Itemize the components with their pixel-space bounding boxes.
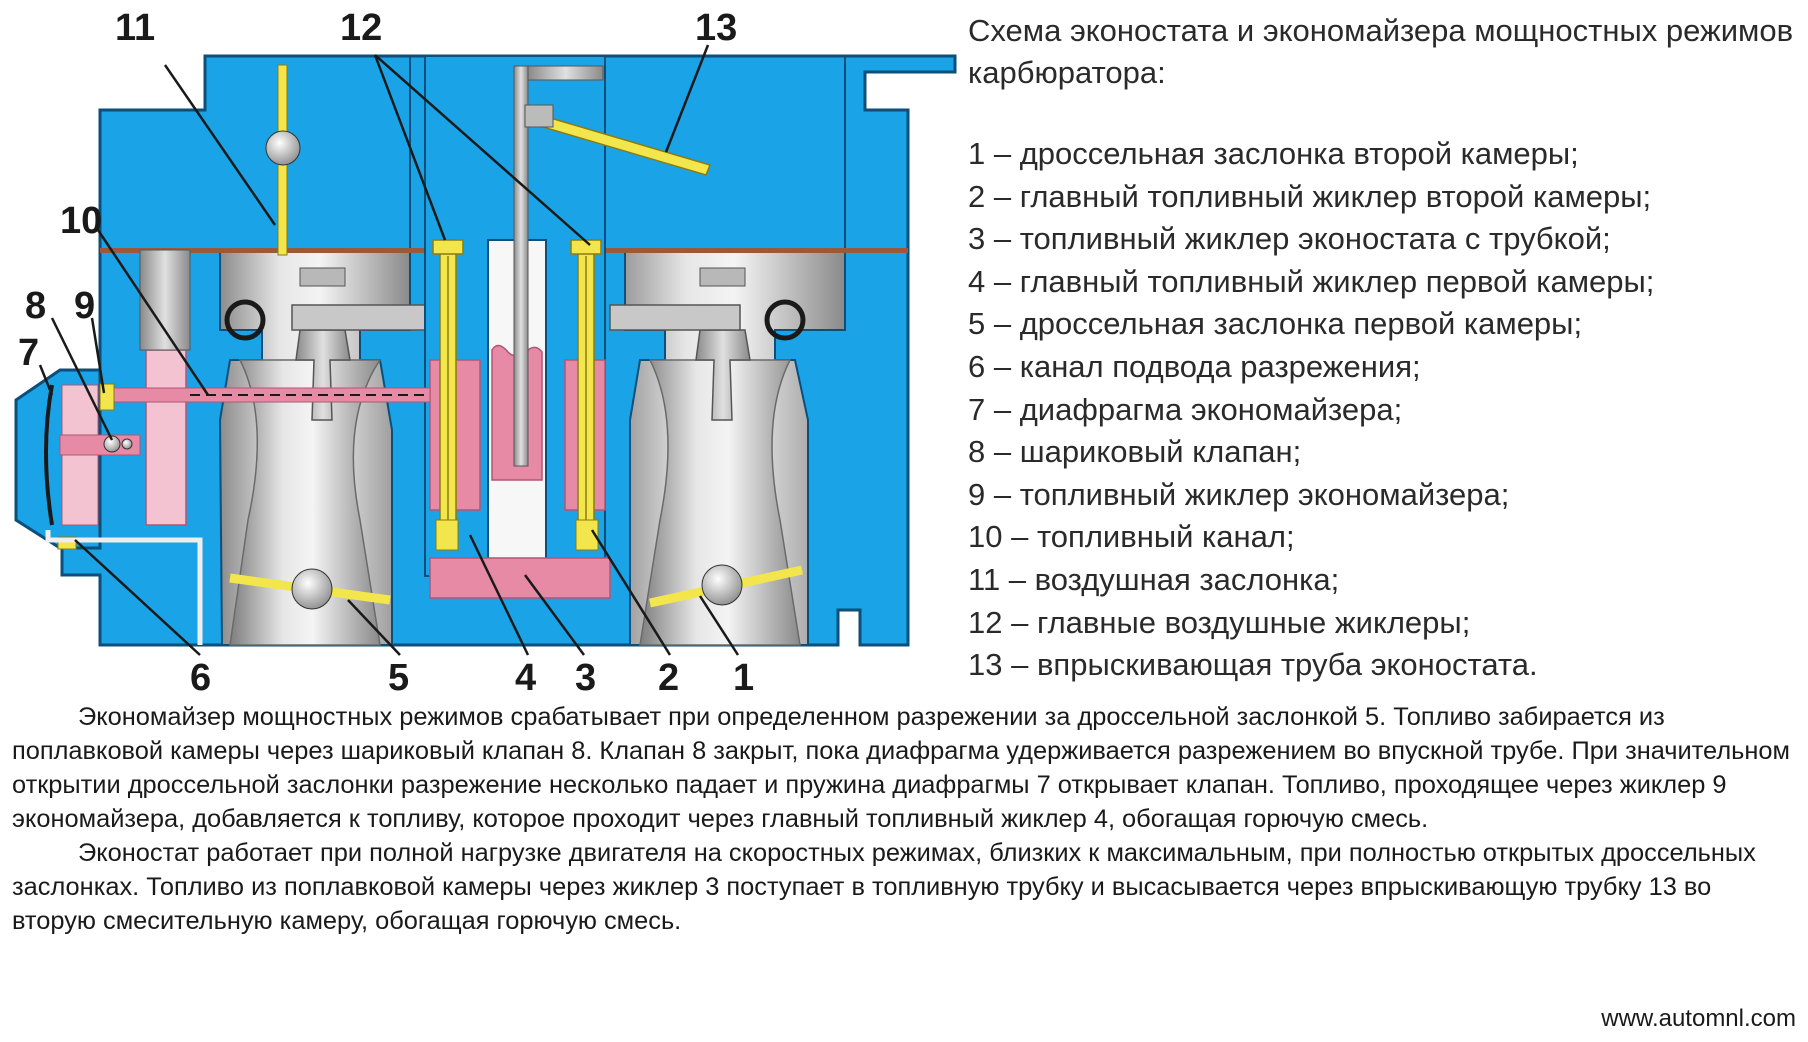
right-small-diffuser bbox=[695, 329, 751, 421]
callout-5: 5 bbox=[388, 657, 409, 699]
website-credit: www.automnl.com bbox=[1601, 1005, 1796, 1032]
legend-item: 6 – канал подвода разрежения; bbox=[968, 348, 1421, 384]
fuel-jet-right bbox=[575, 519, 599, 551]
choke-seat-left bbox=[299, 267, 346, 287]
economizer-valve-channel bbox=[59, 434, 141, 456]
legend-list: 1 – дроссельная заслонка второй камеры; … bbox=[968, 133, 1798, 687]
throttle-axis-5 bbox=[291, 568, 333, 610]
callout-13: 13 bbox=[695, 7, 737, 49]
right-atomizer-arm bbox=[609, 304, 741, 331]
callout-8: 8 bbox=[25, 285, 46, 327]
legend-item: 4 – главный топливный жиклер первой каме… bbox=[968, 263, 1655, 299]
paragraph-econostat: Эконостат работает при полной нагрузке д… bbox=[12, 839, 1756, 935]
legend-item: 12 – главные воздушные жиклеры; bbox=[968, 604, 1471, 640]
air-damper-axis bbox=[265, 130, 301, 166]
legend-item: 13 – впрыскивающая труба эконостата. bbox=[968, 647, 1538, 683]
fuel-channel-10 bbox=[99, 387, 431, 403]
callout-4: 4 bbox=[515, 657, 536, 699]
fuel-jet-left bbox=[435, 519, 459, 551]
diagram-title: Схема эконостата и экономайзера мощностн… bbox=[968, 13, 1794, 90]
paragraph-economizer: Экономайзер мощностных режимов срабатыва… bbox=[12, 703, 1790, 833]
legend-item: 1 – дроссельная заслонка второй камеры; bbox=[968, 136, 1579, 171]
legend-item: 11 – воздушная заслонка; bbox=[968, 561, 1340, 597]
legend-item: 10 – топливный канал; bbox=[968, 519, 1295, 555]
legend-item: 2 – главный топливный жиклер второй каме… bbox=[968, 178, 1652, 214]
legend-item: 5 – дроссельная заслонка первой камеры; bbox=[968, 306, 1583, 342]
throttle-axis-1 bbox=[701, 564, 743, 606]
left-seat-curl bbox=[224, 299, 266, 341]
callout-9: 9 bbox=[74, 285, 95, 327]
callout-1: 1 bbox=[733, 657, 754, 699]
callout-11: 11 bbox=[115, 7, 155, 49]
right-seat-curl bbox=[764, 299, 806, 341]
callout-3: 3 bbox=[575, 657, 596, 699]
econostat-injection-head bbox=[524, 104, 554, 128]
ball-valve bbox=[103, 435, 121, 453]
econostat-tube bbox=[513, 65, 529, 467]
econostat-tube-top bbox=[527, 65, 604, 81]
legend-item: 9 – топливный жиклер экономайзера; bbox=[968, 476, 1510, 512]
legend-item: 3 – топливный жиклер эконостата с трубко… bbox=[968, 221, 1611, 257]
bottom-fuel-channel bbox=[429, 557, 611, 599]
callout-10: 10 bbox=[60, 200, 102, 242]
left-atomizer-arm bbox=[291, 304, 431, 331]
legend-item: 8 – шариковый клапан; bbox=[968, 434, 1302, 470]
fuel-channel-column bbox=[145, 349, 187, 526]
left-small-diffuser bbox=[295, 329, 351, 421]
callout-7: 7 bbox=[18, 332, 39, 374]
leader-lines bbox=[38, 44, 740, 656]
vacuum-pipe bbox=[139, 249, 191, 351]
callout-2: 2 bbox=[658, 657, 679, 699]
callout-12: 12 bbox=[340, 7, 382, 49]
right-emulsion-tube bbox=[564, 239, 606, 541]
description-text: Экономайзер мощностных режимов срабатыва… bbox=[12, 700, 1798, 938]
legend-item: 7 – диафрагма экономайзера; bbox=[968, 391, 1403, 427]
vacuum-channel-6 bbox=[45, 530, 203, 645]
ball-valve-small bbox=[121, 438, 133, 450]
callout-6: 6 bbox=[190, 657, 211, 699]
choke-seat-right bbox=[699, 267, 746, 287]
carburetor-diagram: 11 12 13 10 8 9 7 6 5 4 3 2 1 bbox=[14, 7, 957, 699]
economizer-diaphragm bbox=[44, 384, 54, 526]
right-venturi bbox=[639, 359, 801, 646]
